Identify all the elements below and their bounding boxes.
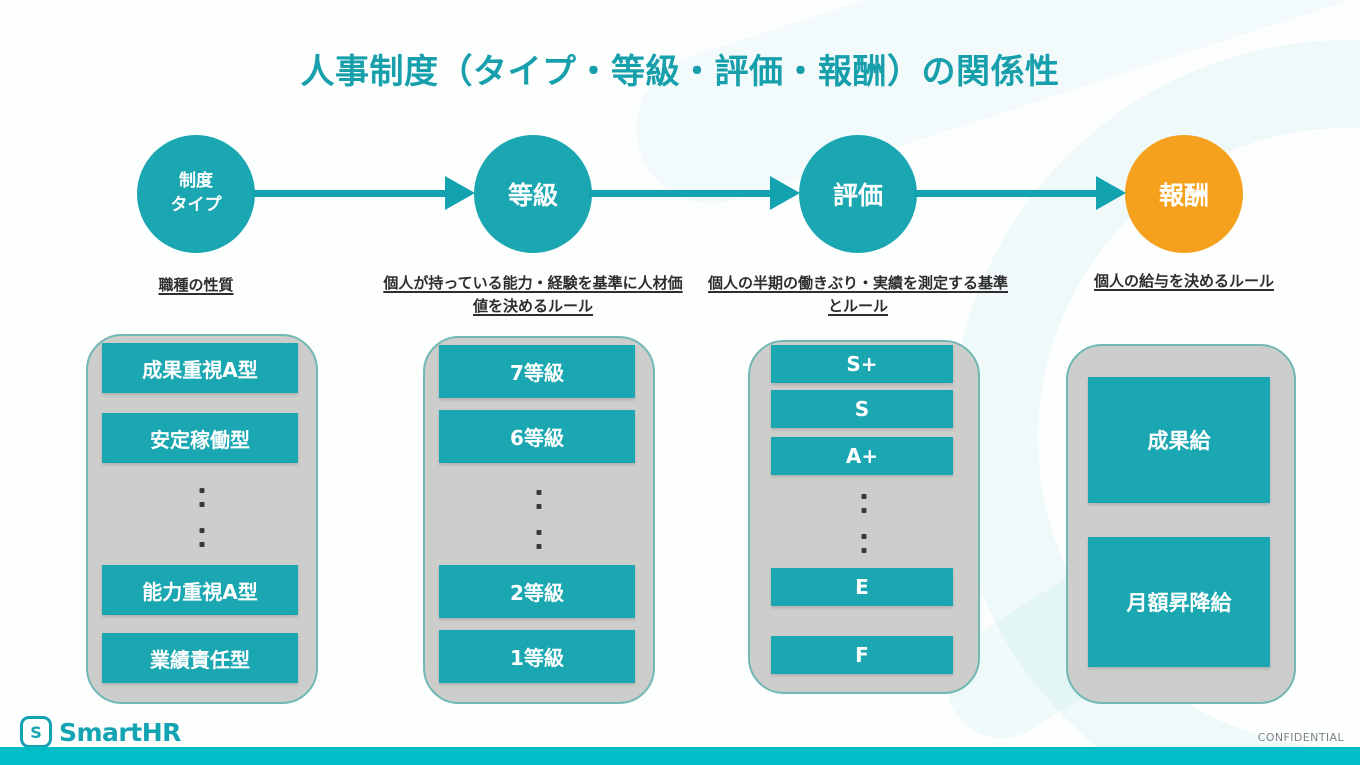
description-tokyu: 個人が持っている能力・経験を基準に人材価値を決めるルール xyxy=(383,274,683,316)
item-box: 成果重視A型 xyxy=(102,343,298,393)
arrow-head-icon-1 xyxy=(445,176,475,210)
item-box: S xyxy=(771,390,953,428)
panel-seido-type: 成果重視A型 安定稼働型 能力重視A型 業績責任型 xyxy=(86,334,318,704)
panel-tokyu: 7等級 6等級 2等級 1等級 xyxy=(423,336,655,704)
item-box: 1等級 xyxy=(439,630,635,683)
vertical-ellipsis-icon xyxy=(536,490,542,549)
bottom-accent-bar xyxy=(0,747,1360,765)
item-box: 業績責任型 xyxy=(102,633,298,683)
smarthr-logo-icon: S xyxy=(20,716,52,748)
arrow-shaft-1 xyxy=(252,190,445,197)
item-box: 6等級 xyxy=(439,410,635,463)
arrow-shaft-3 xyxy=(914,190,1096,197)
item-box: 7等級 xyxy=(439,345,635,398)
smarthr-logo: S SmartHR xyxy=(20,716,181,748)
item-box: 能力重視A型 xyxy=(102,565,298,615)
item-box: F xyxy=(771,636,953,674)
flow-step-hyoka: 評価 xyxy=(799,135,917,253)
arrow-head-icon-3 xyxy=(1096,176,1126,210)
item-box: A+ xyxy=(771,437,953,475)
smarthr-logo-text: SmartHR xyxy=(59,717,181,747)
item-box: 2等級 xyxy=(439,565,635,618)
arrow-shaft-2 xyxy=(589,190,770,197)
item-box: S+ xyxy=(771,345,953,383)
vertical-ellipsis-icon xyxy=(861,494,867,553)
vertical-ellipsis-icon xyxy=(199,488,205,547)
panel-hyoka: S+ S A+ E F xyxy=(748,340,980,694)
arrow-head-icon-2 xyxy=(770,176,800,210)
panel-hoshu: 成果給 月額昇降給 xyxy=(1066,344,1296,704)
item-box: 月額昇降給 xyxy=(1088,537,1270,667)
confidential-label: CONFIDENTIAL xyxy=(1257,731,1344,744)
description-hoshu: 個人の給与を決めるルール xyxy=(1093,272,1274,290)
description-seido-type: 職種の性質 xyxy=(158,276,234,294)
flow-step-seido-type: 制度 タイプ xyxy=(137,135,255,253)
item-box: 成果給 xyxy=(1088,377,1270,503)
slide-title: 人事制度（タイプ・等級・評価・報酬）の関係性 xyxy=(300,52,1060,92)
description-hyoka: 個人の半期の働きぶり・実績を測定する基準とルール xyxy=(708,274,1009,316)
flow-step-hoshu: 報酬 xyxy=(1125,135,1243,253)
item-box: 安定稼働型 xyxy=(102,413,298,463)
item-box: E xyxy=(771,568,953,606)
flow-step-tokyu: 等級 xyxy=(474,135,592,253)
